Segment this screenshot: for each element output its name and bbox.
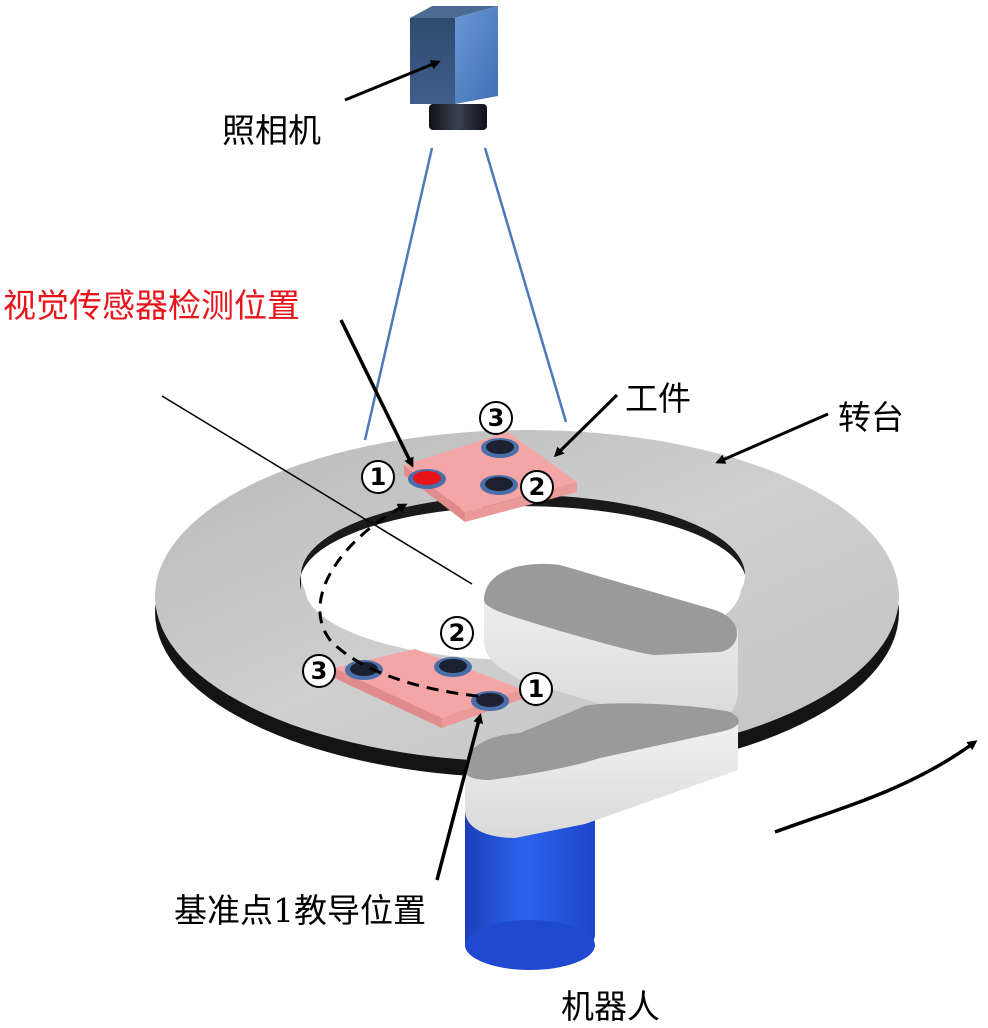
reference-line xyxy=(161,395,473,585)
teach-position-arrow xyxy=(435,713,484,881)
marker-top-2: 2 xyxy=(520,470,554,504)
fov-line-left xyxy=(363,147,434,441)
turntable-arrow xyxy=(715,412,829,464)
camera xyxy=(410,6,498,130)
vision-position-label: 视觉传感器检测位置 xyxy=(3,286,300,325)
marker-bottom-1: 1 xyxy=(519,672,553,706)
workpiece-arrow xyxy=(553,393,619,458)
marker-top-1: 1 xyxy=(361,460,395,494)
robot-label: 机器人 xyxy=(561,987,660,1026)
vision-position-arrow xyxy=(339,319,414,468)
camera-arrow xyxy=(344,60,441,102)
robot-base xyxy=(465,805,595,970)
fov-line-right xyxy=(483,147,568,423)
marker-bottom-2: 2 xyxy=(440,616,474,650)
rotation-arrow xyxy=(774,740,978,834)
teach-position-label: 基准点1教导位置 xyxy=(174,891,426,930)
workpiece-bottom xyxy=(334,649,522,728)
motion-path xyxy=(318,503,479,698)
marker-top-3: 3 xyxy=(479,401,513,435)
workpiece-label: 工件 xyxy=(625,379,691,418)
camera-label: 照相机 xyxy=(222,111,321,150)
turntable-label: 转台 xyxy=(838,398,904,437)
marker-bottom-3: 3 xyxy=(302,654,336,688)
